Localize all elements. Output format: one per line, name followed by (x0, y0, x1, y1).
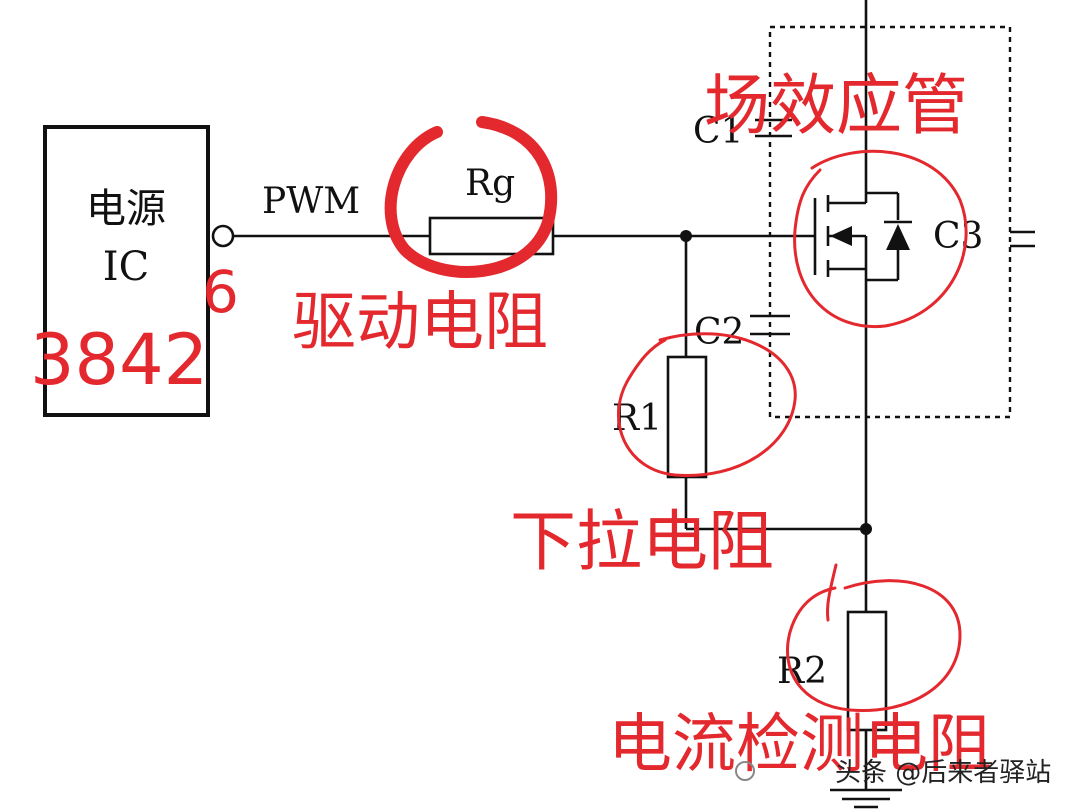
mosfet-highlight-circle (793, 149, 968, 329)
ground-symbol (830, 788, 902, 809)
r2-highlight-circle (786, 579, 962, 713)
ic-output-pin (211, 224, 235, 248)
mosfet-annotation: 场效应管 (704, 67, 968, 144)
r2-label: R2 (777, 651, 827, 692)
pin-number-annotation: 6 (202, 258, 239, 326)
pulldown-resistor-annotation: 下拉电阻 (510, 503, 774, 580)
mosfet-package-boundary (768, 25, 1012, 419)
pwm-label: PWM (262, 181, 360, 222)
c1-label: C1 (693, 111, 743, 152)
ic-label-line2: IC (103, 244, 149, 290)
watermark-text: 头条 @后来者驿站 (835, 758, 1051, 788)
rg-highlight-circle (384, 116, 558, 278)
r1-highlight-circle (617, 332, 797, 477)
r2-highlight-tail (826, 563, 838, 622)
mosfet-symbol (813, 191, 912, 282)
watermark-logo-icon (735, 761, 755, 781)
r1-resistor (666, 355, 708, 479)
drive-resistor-annotation: 驱动电阻 (292, 286, 548, 360)
watermark: 头条 @后来者驿站 (735, 758, 1051, 788)
rg-label: Rg (465, 163, 515, 204)
ic-label-line1: 电源 (86, 186, 166, 232)
power-ic-box (43, 125, 210, 417)
ic-model-annotation: 3842 (30, 319, 208, 401)
c3-label: C3 (933, 216, 983, 257)
current-sense-annotation: 电流检测电阻 (608, 708, 992, 782)
source-junction-dot (860, 523, 872, 535)
